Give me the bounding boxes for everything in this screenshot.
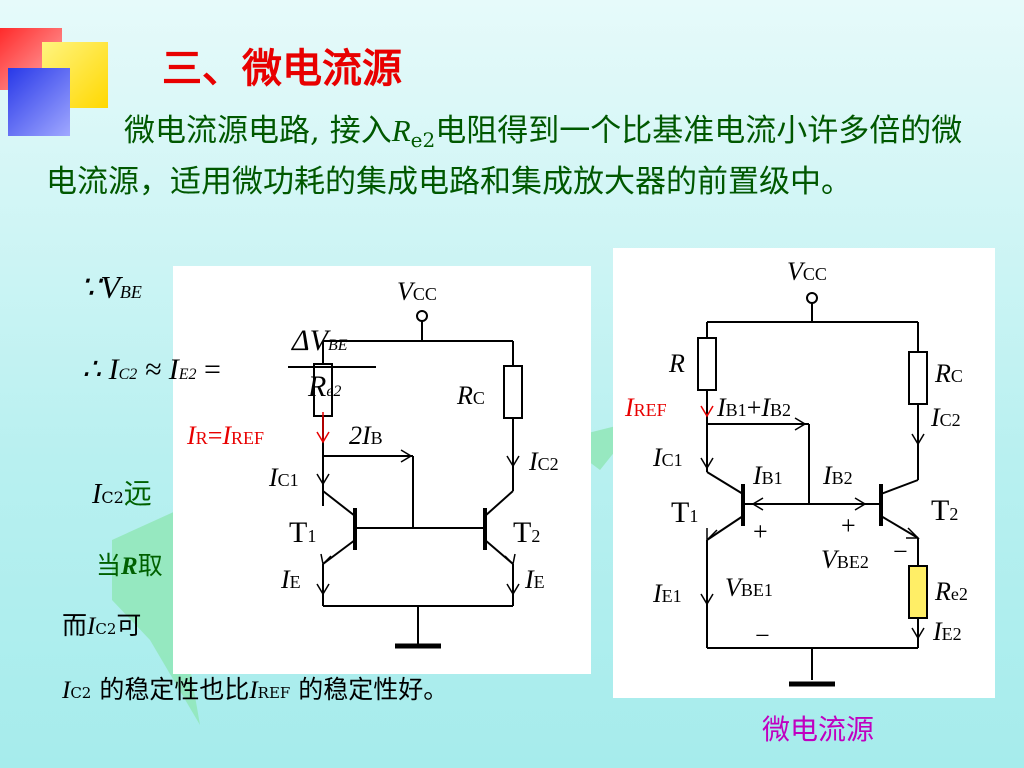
right-vbe1-label: VBE1 xyxy=(725,573,773,602)
right-plus-2: + xyxy=(841,511,856,540)
left-circuit: VCC RC IR=IREF 2IB IC1 IC2 T1 T2 IE IE xyxy=(186,277,559,649)
right-t1-label: T1 xyxy=(671,496,698,529)
line6-sub1: C2 xyxy=(70,684,92,702)
line6-sub2: REF xyxy=(257,684,291,702)
intro-paragraph: 微电流源电路, 接入Re2电阻得到一个比基准电流小许多倍的微电流源，适用微功耗的… xyxy=(46,110,966,203)
formula2-approx: ≈ I xyxy=(144,353,179,386)
right-vcc-label: VCC xyxy=(787,257,827,286)
left-ic1-label: IC1 xyxy=(268,463,299,492)
formula2-sub2: E2 xyxy=(178,366,197,383)
right-ic1-label: IC1 xyxy=(652,443,683,472)
formula2-den-sub: e2 xyxy=(326,383,342,400)
right-ib2-label: IB2 xyxy=(822,461,853,490)
formula2-num-sub: BE xyxy=(327,337,348,354)
left-ie-label-2: IE xyxy=(524,565,545,594)
line4-text: 当 xyxy=(96,551,122,580)
left-ie-label-1: IE xyxy=(280,565,301,594)
formula2-eq: = xyxy=(204,353,221,386)
left-vcc-label: VCC xyxy=(397,277,437,306)
intro-text-1: 微电流源电路, 接入 xyxy=(124,113,392,149)
line5-text2: 可 xyxy=(116,611,142,640)
line5-text: 而 xyxy=(62,611,88,640)
left-circuit-panel: VCC RC IR=IREF 2IB IC1 IC2 T1 T2 IE IE xyxy=(173,266,591,674)
formula-ic2: ∴ IC2 ≈ IE2 = ΔVBE Re2 xyxy=(82,324,402,420)
left-2ib-label: 2IB xyxy=(349,421,383,450)
formula2-fraction-bar xyxy=(288,366,376,368)
right-ic2-label: IC2 xyxy=(930,403,961,432)
right-ib-sum-label: IB1+IB2 xyxy=(716,393,791,422)
line-and-ic2: 而IC2可 xyxy=(62,606,141,642)
line6-text2: 的稳定性好。 xyxy=(298,675,449,704)
formula2-prefix: ∴ I xyxy=(82,353,119,386)
line3-sub: C2 xyxy=(101,488,124,507)
right-circuit-panel: VCC R RC IREF IB1+IB2 IC2 IC1 IB1 IB2 T1… xyxy=(613,248,995,698)
left-rc-label: RC xyxy=(456,381,485,410)
line3-i: I xyxy=(92,479,102,510)
right-rc-label: RC xyxy=(934,359,963,388)
re2-letter: R xyxy=(391,113,411,148)
line5-sub: C2 xyxy=(95,620,117,638)
page-title: 三、微电流源 xyxy=(162,45,402,92)
line6-i2: I xyxy=(249,677,258,704)
right-plus-1: + xyxy=(753,517,768,546)
line-stability: IC2 的稳定性也比IREF 的稳定性好。 xyxy=(62,670,448,706)
formula2-num: ΔV xyxy=(292,324,328,357)
left-t1-label: T1 xyxy=(289,516,316,549)
left-t2-label: T2 xyxy=(513,516,540,549)
intro-text-2: 电阻得到一个比基准电流小许多倍的微电流源，适用微功耗的集成电路和集成放大器的前置… xyxy=(46,113,963,200)
re2-subscript: e2 xyxy=(410,128,436,152)
line4-text2: 取 xyxy=(137,551,163,580)
left-ic2-label: IC2 xyxy=(528,447,559,476)
right-iref-label: IREF xyxy=(624,393,667,422)
right-t2-label: T2 xyxy=(931,494,958,527)
because-sub: BE xyxy=(119,282,142,302)
line4-r: R xyxy=(121,553,138,580)
left-ir-eq-iref-label: IR=IREF xyxy=(186,421,264,450)
right-ie1-label: IE1 xyxy=(652,579,682,608)
line5-i: I xyxy=(87,613,96,640)
formula-because: ∵VBE xyxy=(80,268,142,306)
formula2-sub1: C2 xyxy=(118,366,138,383)
line3-text: 远 xyxy=(123,477,152,510)
line6-text1: 的稳定性也比 xyxy=(99,675,250,704)
right-minus-2: − xyxy=(755,621,770,650)
right-ie2-label: IE2 xyxy=(932,617,962,646)
right-ib1-label: IB1 xyxy=(752,461,783,490)
right-circuit: VCC R RC IREF IB1+IB2 IC2 IC1 IB1 IB2 T1… xyxy=(624,257,968,687)
formula2-den: R xyxy=(308,370,327,403)
line-ic2-far: IC2远 xyxy=(92,472,152,512)
line6-i1: I xyxy=(62,677,71,704)
decor-square-blue xyxy=(8,68,70,136)
right-minus-1: − xyxy=(893,537,908,566)
line-when-r: 当R取 xyxy=(96,546,163,582)
figure-caption: 微电流源 xyxy=(762,713,875,746)
because-symbol: ∵V xyxy=(80,269,120,305)
right-vbe2-label: VBE2 xyxy=(821,545,869,574)
right-re2-label: Re2 xyxy=(934,577,968,606)
right-r-label: R xyxy=(668,349,685,378)
